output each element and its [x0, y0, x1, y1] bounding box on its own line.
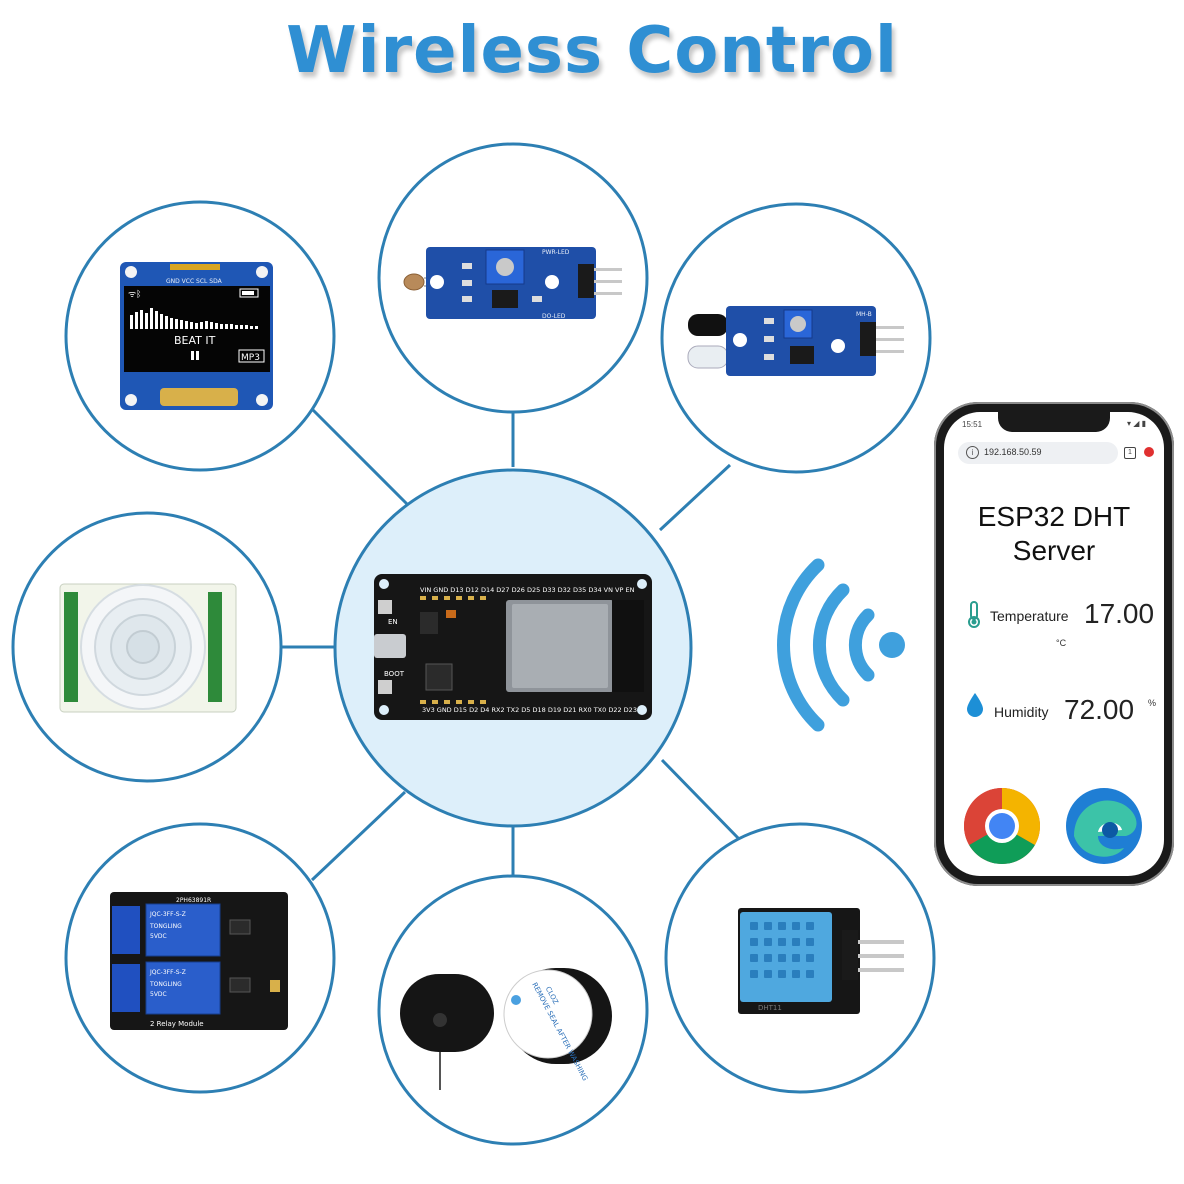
- esp32-pin-row: [420, 596, 486, 704]
- connector-ir-sensor: [658, 463, 732, 532]
- dht-module: DHT11: [738, 908, 904, 1014]
- esp32-boot-label: BOOT: [384, 670, 405, 678]
- smartphone: 15:51 ▾ ◢ ▮ i 192.168.50.59 1 ESP32 DHT …: [934, 402, 1174, 886]
- esp32-module: VIN GND D13 D12 D14 D27 D26 D25 D33 D32 …: [374, 574, 652, 720]
- info-icon[interactable]: i: [966, 446, 979, 459]
- wifi-icon: [777, 558, 905, 732]
- address-bar[interactable]: i 192.168.50.59: [958, 442, 1118, 464]
- oled-module: GND VCC SCL SDA ᯤ ᛒ BEAT IT MP3: [120, 262, 273, 410]
- light-sensor-label-top: PWR-LED: [542, 249, 570, 256]
- chrome-icon[interactable]: [962, 786, 1042, 866]
- humidity-value: 72.00: [1064, 694, 1135, 725]
- tabs-icon[interactable]: 1: [1124, 447, 1136, 459]
- server-title-line2: Server: [1012, 535, 1096, 566]
- oled-pin-labels: GND VCC SCL SDA: [166, 278, 223, 285]
- dht-grille: [750, 922, 814, 978]
- server-title: ESP32 DHT Server: [944, 500, 1164, 568]
- oled-bluetooth-icon: ᛒ: [136, 289, 141, 300]
- esp32-en-label: EN: [388, 618, 398, 626]
- dht-label: DHT11: [758, 1004, 782, 1012]
- relay-module: 2PH63891R JQC-3FF-S-Z TONGLING 5VDC JQC-…: [110, 892, 288, 1030]
- ir-sensor-label: MH-B: [856, 311, 872, 318]
- url-text[interactable]: 192.168.50.59: [984, 447, 1042, 457]
- relay-brand-1: TONGLING: [149, 923, 182, 930]
- server-title-line1: ESP32 DHT: [977, 501, 1131, 532]
- water-drop-icon: [967, 693, 983, 717]
- connector-dht: [660, 758, 742, 842]
- relay-header: 2PH63891R: [176, 897, 211, 904]
- connector-oled: [311, 408, 410, 507]
- oled-format: MP3: [241, 353, 260, 363]
- light-sensor-label-bottom: DO-LED: [542, 313, 566, 320]
- temperature-unit: °C: [1056, 638, 1067, 648]
- ir-sensor-module: MH-B: [687, 306, 904, 376]
- page-title: Wireless Control: [286, 14, 898, 88]
- oled-signal-icon: ᯤ: [128, 290, 136, 300]
- connector-lines: [280, 405, 742, 882]
- phone-screen: 15:51 ▾ ◢ ▮ i 192.168.50.59 1 ESP32 DHT …: [944, 412, 1164, 876]
- thermometer-icon: [968, 601, 980, 628]
- menu-icon[interactable]: [1144, 447, 1154, 457]
- temperature-value: 17.00: [1084, 598, 1155, 629]
- esp32-top-pin-labels: VIN GND D13 D12 D14 D27 D26 D25 D33 D32 …: [420, 586, 635, 594]
- relay-footer: 2 Relay Module: [150, 1020, 204, 1028]
- humidity-label: Humidity: [994, 704, 1049, 720]
- esp32-bottom-pin-labels: 3V3 GND D15 D2 D4 RX2 TX2 D5 D18 D19 D21…: [422, 706, 637, 714]
- phone-notch: [998, 412, 1110, 432]
- relay-brand-2: TONGLING: [149, 981, 182, 988]
- edge-icon[interactable]: [1064, 786, 1144, 866]
- humidity-unit: %: [1148, 698, 1157, 708]
- oled-equalizer-bars: [130, 308, 258, 329]
- status-time: 15:51: [962, 420, 983, 429]
- light-sensor-module: PWR-LED DO-LED: [403, 247, 622, 320]
- pir-module: [59, 583, 237, 713]
- relay-voltage-1: 5VDC: [150, 933, 167, 940]
- relay-model-1: JQC-3FF-S-Z: [149, 911, 186, 918]
- oled-song-title: BEAT IT: [174, 334, 216, 347]
- connector-relay: [310, 790, 407, 882]
- status-icons: ▾ ◢ ▮: [1126, 419, 1146, 428]
- relay-model-2: JQC-3FF-S-Z: [149, 969, 186, 976]
- temperature-label: Temperature: [990, 608, 1069, 624]
- relay-voltage-2: 5VDC: [150, 991, 167, 998]
